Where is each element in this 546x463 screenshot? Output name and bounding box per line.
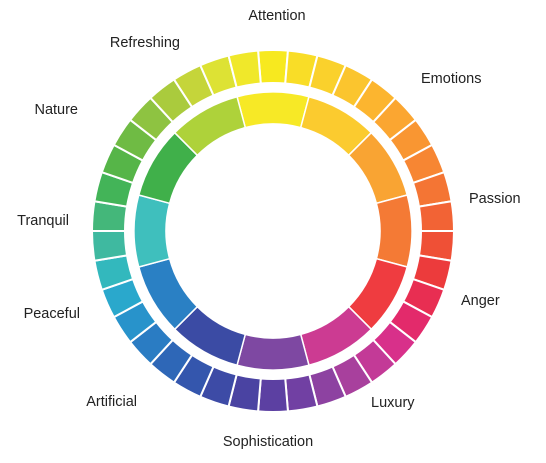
- outer-ring-segment: [91, 230, 129, 262]
- label-luxury: Luxury: [371, 395, 415, 411]
- inner-ring-segment: [236, 333, 310, 371]
- label-artificial: Artificial: [86, 394, 137, 410]
- outer-ring-segment: [227, 49, 262, 89]
- outer-ring-segment: [257, 49, 289, 85]
- outer-ring-segment: [257, 377, 289, 414]
- label-attention: Attention: [248, 8, 305, 24]
- inner-ring-segment: [173, 95, 247, 157]
- label-passion: Passion: [469, 191, 521, 207]
- inner-ring-segment: [375, 194, 413, 268]
- label-anger: Anger: [461, 293, 500, 309]
- label-tranquil: Tranquil: [17, 213, 69, 229]
- label-emotions: Emotions: [421, 71, 481, 87]
- outer-color-ring: [91, 49, 455, 414]
- inner-ring-segment: [133, 194, 171, 268]
- inner-color-ring: [133, 91, 413, 371]
- label-sophistication: Sophistication: [223, 434, 313, 450]
- label-nature: Nature: [34, 102, 78, 118]
- outer-ring-segment: [417, 200, 455, 232]
- label-refreshing: Refreshing: [110, 35, 180, 51]
- label-peaceful: Peaceful: [24, 306, 80, 322]
- inner-ring-segment: [236, 91, 310, 129]
